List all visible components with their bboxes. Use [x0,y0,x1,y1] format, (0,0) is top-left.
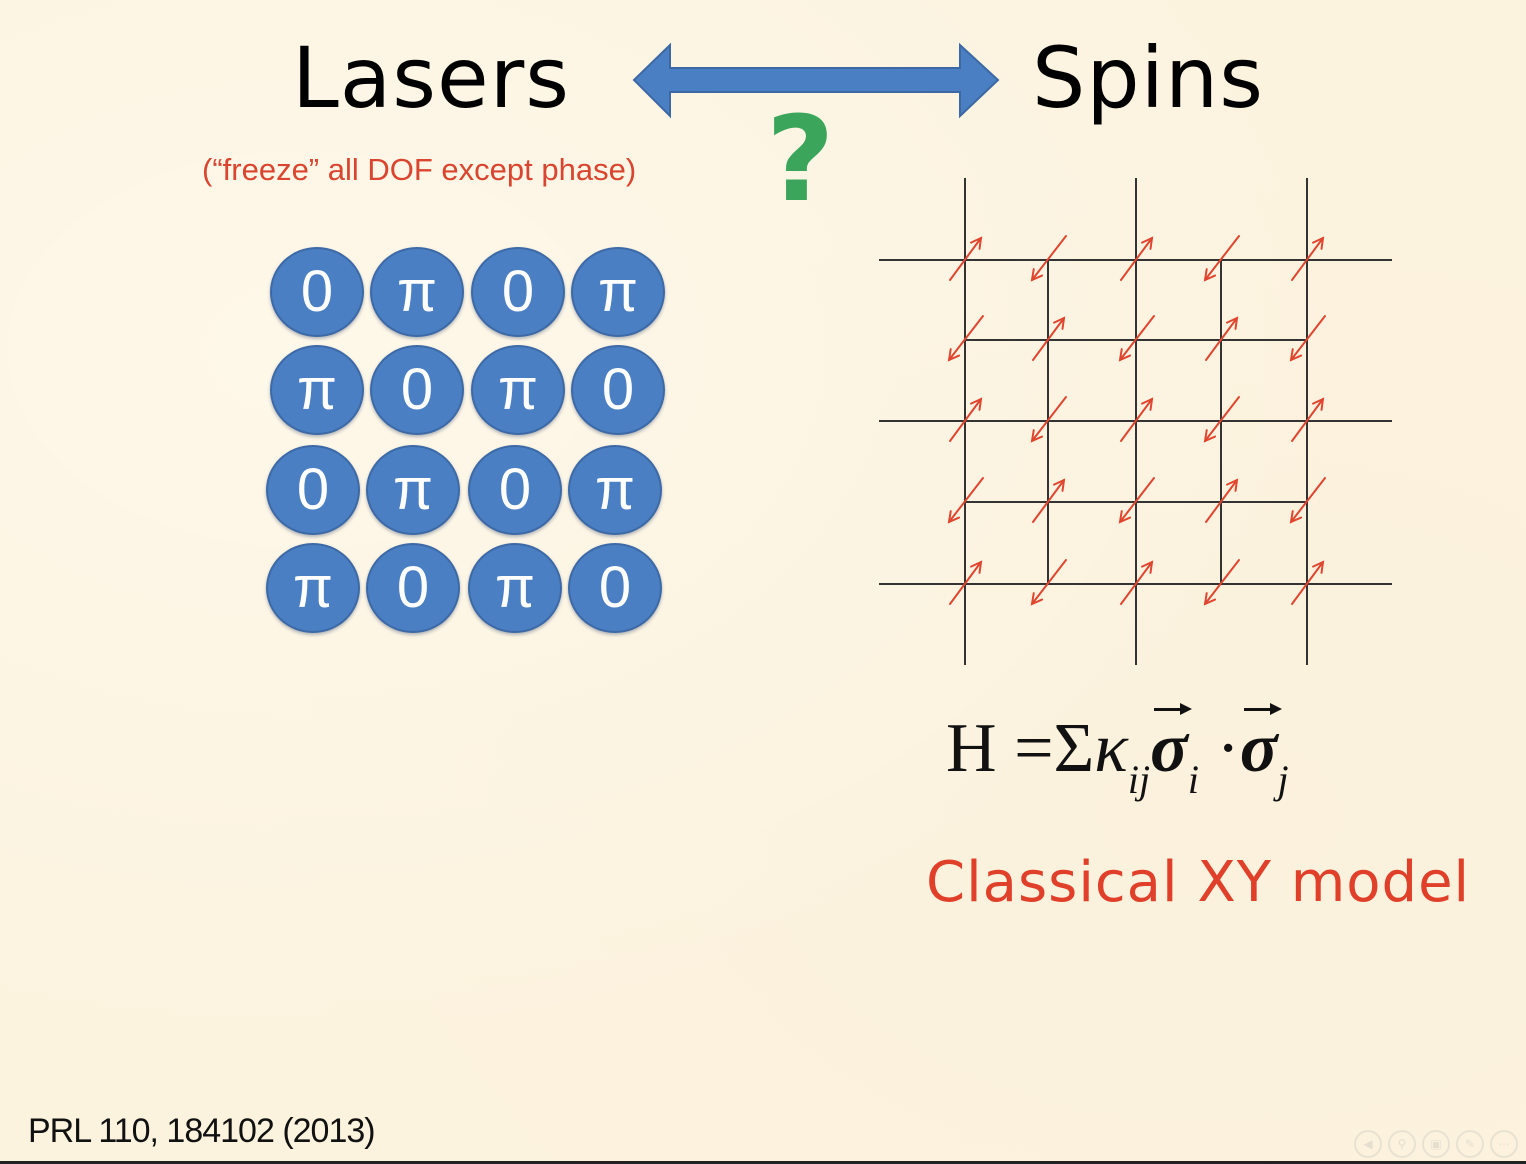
spin-up-arrow-icon [1120,560,1154,605]
spins-title: Spins [1032,29,1264,127]
spin-up-arrow-icon [1120,236,1154,281]
spin-up-arrow-icon [1120,397,1154,442]
spin-down-arrow-icon [1203,559,1240,606]
laser-phase-circle: 0 [370,345,464,435]
laser-phase-circle: 0 [571,345,665,435]
laser-phase-circle: π [370,247,464,337]
slideshow-toolbar: ◀ ⚲ ▣ ✎ ⋯ [1354,1130,1518,1158]
spin-down-arrow-icon [1289,477,1326,524]
laser-phase-circle: π [266,543,360,633]
laser-phase-circle: 0 [270,247,364,337]
spin-down-arrow-icon [1289,315,1326,362]
spin-up-arrow-icon [1291,397,1325,442]
citation: PRL 110, 184102 (2013) [28,1112,376,1150]
model-label: Classical XY model [926,850,1471,915]
question-mark-icon: ? [766,90,835,228]
laser-phase-circle: π [471,345,565,435]
spin-vector-i: σ [1150,703,1192,787]
spin-down-arrow-icon [1030,396,1067,443]
double-arrow-icon [632,42,1000,119]
options-icon[interactable]: ⋯ [1490,1130,1518,1158]
spin-down-arrow-icon [1118,315,1155,362]
laser-phase-circle: π [568,445,662,535]
index-j: j [1277,757,1289,802]
spin-up-arrow-icon [1291,236,1325,281]
spin-down-arrow-icon [1030,559,1067,606]
previous-icon[interactable]: ◀ [1354,1130,1382,1158]
spin-down-arrow-icon [1203,235,1240,282]
spin-up-arrow-icon [949,560,983,605]
subtitle-note: (“freeze” all DOF except phase) [202,152,637,187]
print-icon[interactable]: ▣ [1422,1130,1450,1158]
spin-up-arrow-icon [1032,478,1066,523]
spin-down-arrow-icon [947,477,984,524]
laser-phase-circle: 0 [366,543,460,633]
laser-phase-circle: π [468,543,562,633]
spin-down-arrow-icon [1030,235,1067,282]
equals-sign: = [1014,710,1054,787]
pen-icon[interactable]: ✎ [1456,1130,1484,1158]
spin-up-arrow-icon [949,236,983,281]
laser-phase-circle: 0 [471,247,565,337]
spin-up-arrow-icon [1205,316,1239,361]
hamiltonian-lhs: H [946,710,997,787]
spin-down-arrow-icon [1118,477,1155,524]
spin-up-arrow-icon [949,397,983,442]
spin-up-arrow-icon [1205,478,1239,523]
laser-phase-circle: 0 [266,445,360,535]
lasers-title: Lasers [292,29,571,127]
dot-operator: · [1216,710,1240,787]
zoom-icon[interactable]: ⚲ [1388,1130,1416,1158]
laser-phase-circle: π [366,445,460,535]
spin-up-arrow-icon [1291,560,1325,605]
bottom-border [0,1161,1526,1164]
spin-up-arrow-icon [1032,316,1066,361]
spin-down-arrow-icon [1203,396,1240,443]
spin-vector-j: σ [1239,703,1282,787]
laser-phase-circle: 0 [568,543,662,633]
spin-lattice-diagram [879,178,1392,665]
laser-phase-circle: π [571,247,665,337]
coupling-symbol: κ [1094,710,1128,787]
sum-symbol: Σ [1053,710,1095,787]
laser-phase-circle: 0 [468,445,562,535]
spin-down-arrow-icon [947,315,984,362]
hamiltonian-equation: H =Σκijσi ·σj [946,703,1289,802]
index-i: i [1187,757,1199,802]
coupling-subscript: ij [1127,757,1151,802]
laser-phase-circle: π [270,345,364,435]
